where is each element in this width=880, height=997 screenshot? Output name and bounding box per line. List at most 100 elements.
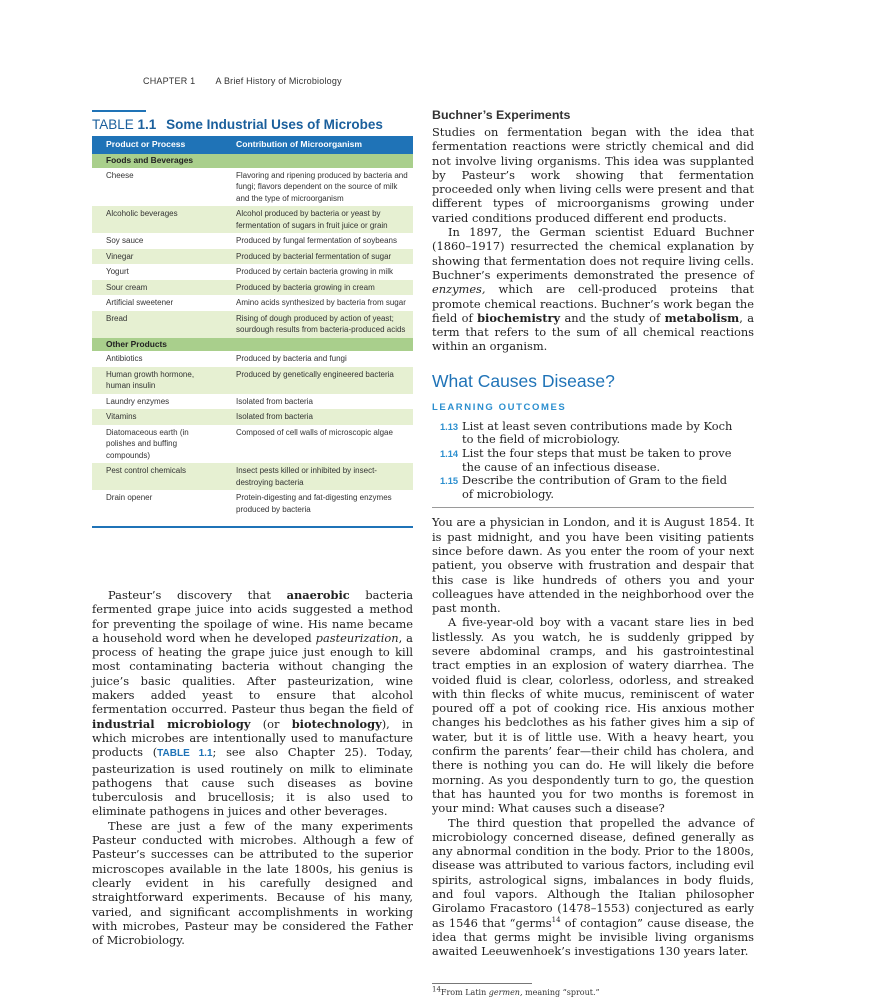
product-cell: Pest control chemicals — [92, 463, 224, 490]
chapter-label: CHAPTER 1 — [143, 76, 196, 86]
term-enzymes: enzymes, — [432, 282, 486, 297]
product-cell: Vitamins — [92, 409, 224, 425]
group-label: Foods and Beverages — [92, 154, 413, 168]
contribution-cell: Produced by certain bacteria growing in … — [236, 267, 393, 276]
product-cell: Yogurt — [106, 267, 129, 276]
contribution-cell: Insect pests killed or inhibited by inse… — [224, 463, 413, 490]
contribution-cell: Isolated from bacteria — [224, 409, 413, 425]
text-run: and the study of — [560, 310, 665, 325]
product-cell: Cheese — [106, 170, 134, 180]
disease-paragraph-3: The third question that propelled the ad… — [432, 816, 754, 959]
right-column: Buchner’s Experiments Studies on ferment… — [432, 108, 754, 997]
product-cell: Human growth hormone, human insulin — [92, 366, 224, 394]
product-cell: Artificial sweetener — [106, 298, 174, 307]
table-top-rule — [92, 110, 146, 112]
text-run: which are cell-produced proteins that pr… — [432, 282, 754, 325]
outcome-text: List the four steps that must be taken t… — [462, 445, 732, 474]
buchner-paragraph-2: In 1897, the German scientist Eduard Buc… — [432, 225, 754, 354]
text-run: bacteria fermented grape juice into acid… — [92, 588, 414, 645]
outcome-text: Describe the contribution of Gram to the… — [462, 473, 728, 501]
table-title: TABLE 1.1 Some Industrial Uses of Microb… — [92, 117, 413, 132]
header-contribution: Contribution of Microorganism — [224, 136, 413, 154]
table-row: Diatomaceous earth (in polishes and buff… — [92, 425, 413, 464]
buchner-heading: Buchner’s Experiments — [432, 108, 571, 122]
learning-outcomes-heading: LEARNING OUTCOMES — [432, 401, 567, 413]
product-cell: Alcoholic beverages — [92, 206, 224, 233]
left-column-body: Pasteur’s discovery that anaerobic bacte… — [92, 588, 413, 947]
disease-paragraph-2: A five-year-old boy with a vacant stare … — [432, 615, 754, 816]
text-run: ), in which microbes are intentionally u… — [92, 716, 414, 760]
table-row: Cheese Flavoring and ripening produced by… — [92, 168, 413, 207]
running-head: CHAPTER 1 A Brief History of Microbiolog… — [143, 76, 342, 86]
contribution-cell: Produced by bacteria growing in cream — [224, 279, 413, 295]
product-cell: Vinegar — [92, 248, 224, 264]
product-cell: Antibiotics — [106, 354, 143, 363]
text-run: In 1897, the German scientist Eduard Buc… — [432, 225, 754, 282]
header-product: Product or Process — [92, 136, 224, 154]
table-reference-link[interactable]: TABLE 1.1 — [157, 748, 213, 760]
chapter-title: A Brief History of Microbiology — [215, 76, 342, 86]
table-label: TABLE — [92, 117, 134, 132]
footnote-marker[interactable]: 14 — [551, 915, 561, 924]
text-run: The third question that propelled the ad… — [432, 815, 754, 930]
buchner-body: Studies on fermentation began with the i… — [432, 125, 754, 354]
contribution-cell: Composed of cell walls of microscopic al… — [236, 427, 393, 437]
contribution-cell: Alcohol produced by bacteria or yeast by… — [224, 206, 413, 233]
contribution-cell: Produced by genetically engineered bacte… — [224, 366, 413, 394]
outcome-number: 1.15 — [440, 476, 459, 487]
disease-body: You are a physician in London, and it is… — [432, 515, 754, 958]
buchner-paragraph-1: Studies on fermentation began with the i… — [432, 125, 754, 225]
outcome-text: List at least seven contributions made b… — [462, 418, 733, 447]
term-anaerobic: anaerobic — [286, 588, 350, 602]
text-run: , a process of heating the grape juice j… — [92, 630, 413, 717]
term-biotechnology: biotechnology — [291, 716, 382, 731]
contribution-cell: Isolated from bacteria — [236, 396, 313, 406]
contribution-cell: Flavoring and ripening produced by bacte… — [236, 170, 408, 203]
outcome-number: 1.13 — [440, 421, 459, 432]
uses-table: Product or Process Contribution of Micro… — [92, 136, 413, 517]
term-industrial-microbiology: industrial microbiology — [92, 716, 251, 731]
contribution-cell: Produced by bacteria and fungi — [236, 354, 347, 363]
contribution-cell: Produced by fungal fermentation of soybe… — [236, 236, 397, 245]
section-heading-disease: What Causes Disease? — [432, 370, 615, 391]
text-run: From Latin — [440, 987, 489, 997]
contribution-cell: Produced by bacterial fermentation of su… — [224, 248, 413, 264]
table-caption: Some Industrial Uses of Microbes — [166, 117, 383, 132]
group-row: Other Products — [92, 337, 413, 351]
contribution-cell: Rising of dough produced by action of ye… — [224, 310, 413, 338]
term-metabolism: metabolism — [664, 310, 740, 325]
text-run: of contagion” cause disease, the idea th… — [432, 915, 755, 959]
contribution-cell: Protein-digesting and fat-digesting enzy… — [236, 493, 392, 514]
group-row: Foods and Beverages — [92, 154, 413, 168]
paragraph-father-of-microbiology: These are just a few of the many experim… — [92, 818, 413, 948]
text-run: ; see also Chapter 25). Today, pasteuriz… — [92, 745, 413, 819]
product-cell: Sour cream — [92, 279, 224, 295]
outcomes-divider — [432, 507, 754, 509]
industrial-uses-table: TABLE 1.1 Some Industrial Uses of Microb… — [92, 110, 413, 528]
table-header-row: Product or Process Contribution of Micro… — [92, 136, 413, 154]
table-row: Antibiotics Produced by bacteria and fung… — [92, 351, 413, 367]
table-bottom-rule — [92, 526, 413, 528]
product-cell: Bread — [92, 310, 224, 338]
outcome-number: 1.14 — [440, 448, 459, 459]
group-label: Other Products — [92, 337, 413, 351]
product-cell: Soy sauce — [106, 236, 144, 245]
term-germen: germen, — [488, 987, 523, 997]
term-biochemistry: biochemistry — [477, 310, 561, 325]
text-run: (or — [250, 716, 292, 731]
text-run: , a term that refers to the sum of all c… — [432, 310, 754, 354]
table-row: Soy sauce Produced by fungal fermentation… — [92, 233, 413, 249]
term-pasteurization: pasteurization — [315, 630, 399, 645]
paragraph-pasteurization: Pasteur’s discovery that anaerobic bacte… — [92, 588, 413, 819]
